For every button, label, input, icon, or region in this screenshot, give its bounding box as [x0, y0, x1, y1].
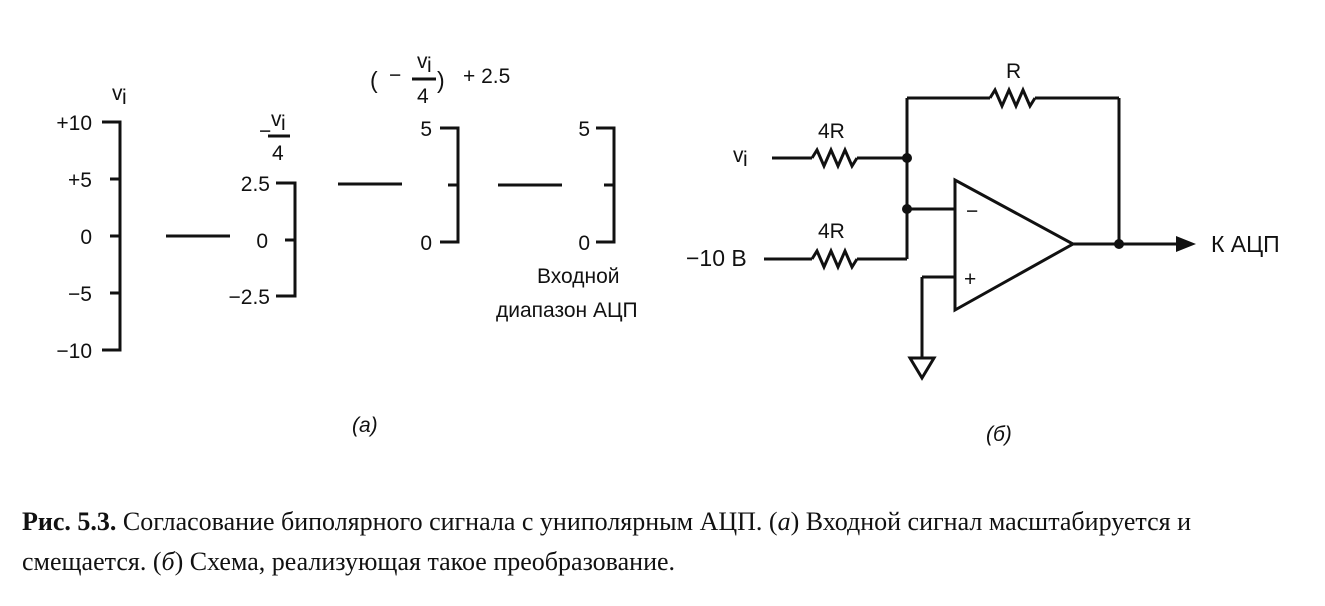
scale-adc-label-line1: Входной — [537, 265, 620, 288]
scale-input-tick-label: −10 — [56, 340, 92, 363]
scale-shifted-sub: i — [427, 54, 432, 77]
scale-scaled-tick-label: 2.5 — [241, 173, 270, 196]
scale-input: v i +10 +5 0 −5 −10 — [56, 82, 126, 363]
scale-adc-tick-label: 5 — [578, 118, 590, 141]
op-amp-inverting-sign: − — [966, 200, 978, 223]
input-sub: i — [743, 148, 748, 171]
scale-adc-tick-label: 0 — [578, 232, 590, 255]
circuit-schematic: v i 4R −10 В 4R R − + К АЦП — [686, 60, 1280, 381]
reference-resistor — [810, 247, 859, 271]
input-resistor — [810, 146, 859, 170]
caption-number: Рис. 5.3. — [22, 507, 117, 536]
scale-shifted-suffix: + 2.5 — [463, 65, 510, 88]
output-arrow-icon — [1176, 236, 1196, 252]
reference-resistor-label: 4R — [818, 220, 845, 243]
feedback-resistor-label: R — [1006, 60, 1021, 83]
op-amp-noninverting-sign: + — [964, 268, 976, 291]
caption-text: Согласование биполярного сигнала с унипо… — [116, 507, 778, 536]
scale-adc-label-line2: диапазон АЦП — [496, 299, 638, 322]
caption-text: ) Входной сигнал масштабируется и смещае… — [22, 507, 1192, 576]
junction-dot — [1114, 239, 1124, 249]
caption-text: ) Схема, реализующая такое преобразовани… — [174, 547, 676, 576]
panel-b-label: (б) — [986, 423, 1012, 446]
figure-caption: Рис. 5.3. Согласование биполярного сигна… — [22, 502, 1307, 582]
input-resistor-label: 4R — [818, 120, 845, 143]
scale-scaled-prefix: − — [259, 120, 271, 143]
output-label: К АЦП — [1211, 231, 1280, 257]
op-amp-triangle — [953, 177, 1077, 313]
scale-shifted-close-paren: ) — [437, 67, 445, 93]
scale-input-sub: i — [122, 86, 127, 109]
scale-input-tick-label: +5 — [68, 169, 92, 192]
scale-input-tick-label: +10 — [56, 112, 92, 135]
scale-shifted-open-paren: ( — [370, 67, 378, 93]
scale-adc: 5 0 Входной диапазон АЦП — [496, 118, 638, 322]
ground-icon — [907, 356, 937, 381]
scale-shifted-num: v — [417, 50, 428, 73]
scale-shifted-minus: − — [389, 64, 401, 87]
scale-shifted-tick-label: 0 — [420, 232, 432, 255]
scale-scaled-tick-label: 0 — [256, 230, 268, 253]
scale-scaled-tick-label: −2.5 — [229, 286, 270, 309]
scale-scaled: − v i 4 2.5 0 −2.5 — [229, 108, 297, 309]
scale-input-tick-label: −5 — [68, 283, 92, 306]
reference-voltage-label: −10 В — [686, 245, 747, 271]
scale-scaled-num: v — [271, 108, 282, 131]
scale-shifted-tick-label: 5 — [420, 118, 432, 141]
scale-scaled-den: 4 — [272, 142, 284, 165]
scale-input-var: v — [112, 82, 123, 105]
caption-ref-a: а — [777, 507, 791, 536]
scale-input-tick-label: 0 — [80, 226, 92, 249]
panel-a-label: (а) — [352, 414, 378, 437]
input-var: v — [733, 144, 744, 167]
caption-ref-b: б — [161, 547, 175, 576]
scale-shifted: ( − v i 4 ) + 2.5 5 0 — [370, 50, 510, 255]
scale-scaled-sub: i — [281, 112, 286, 135]
scale-shifted-den: 4 — [417, 85, 429, 108]
feedback-resistor — [988, 86, 1037, 110]
junction-dot — [902, 153, 912, 163]
